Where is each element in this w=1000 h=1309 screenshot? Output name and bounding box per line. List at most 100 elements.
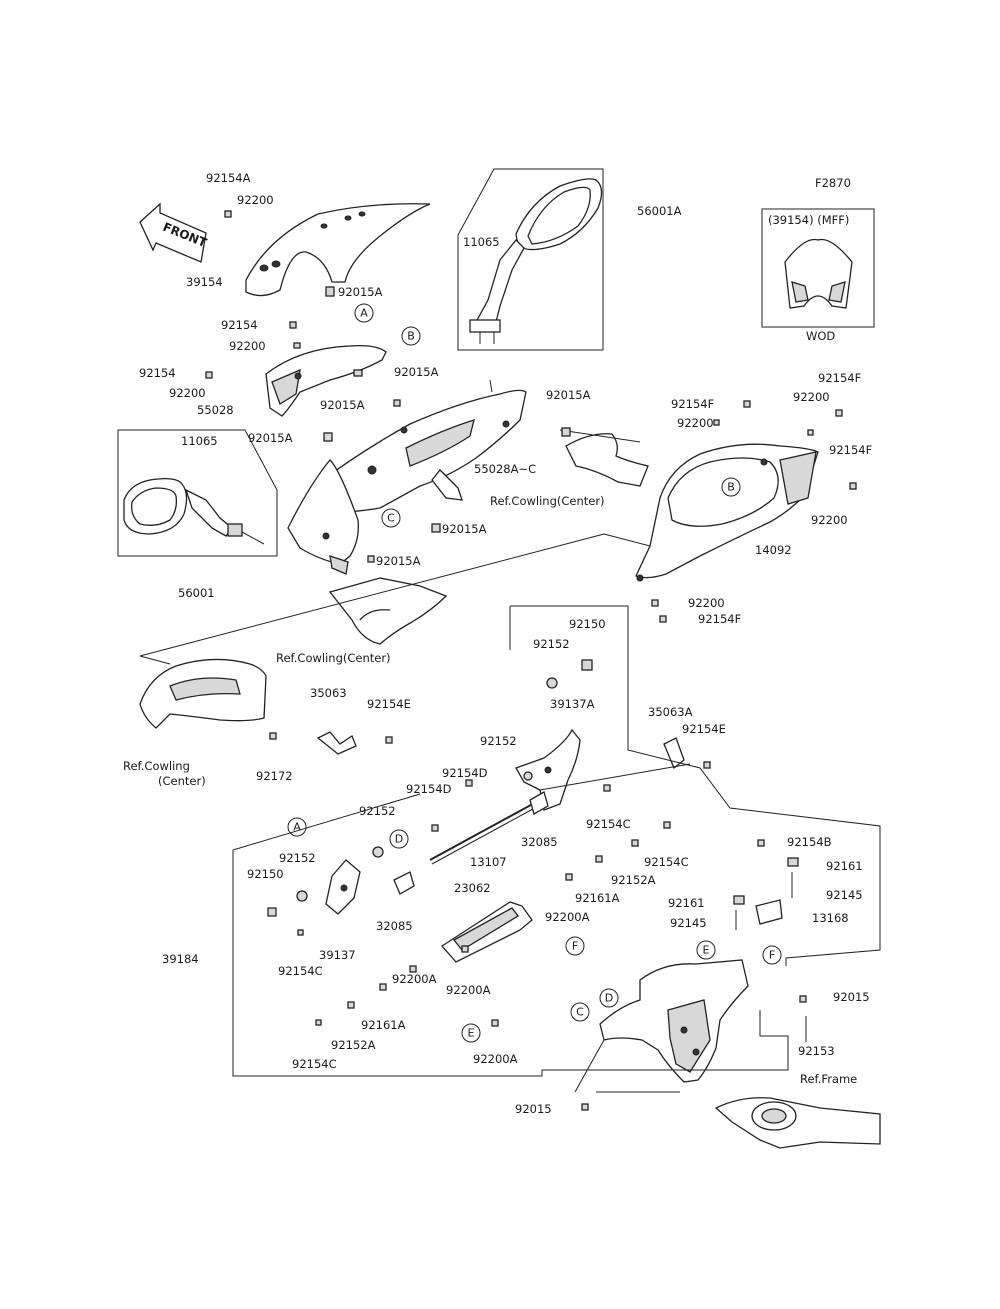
ref-cowling-center-piece-3 (139, 658, 267, 729)
part-label: 92200 (169, 386, 206, 400)
bolt-icon (224, 210, 232, 218)
side-cowl-14092 (635, 443, 819, 582)
svg-text:C: C (576, 1006, 584, 1019)
part-label: 39137A (550, 697, 595, 711)
part-label: 92161 (826, 859, 863, 873)
inner-cover-39154 (245, 203, 431, 297)
part-label: 92153 (798, 1044, 835, 1058)
mirror-56001a-box (457, 168, 604, 351)
cowl-panel-55028 (265, 344, 387, 417)
part-label: 92150 (247, 867, 284, 881)
part-label: 92161 (668, 896, 705, 910)
part-label: 92015 (833, 990, 870, 1004)
stay-39137a (515, 728, 581, 811)
callout-a-upper: A (354, 303, 374, 323)
part-label: 92015A (320, 398, 365, 412)
part-label: 92152 (279, 851, 316, 865)
part-label: 92152 (533, 637, 570, 651)
part-label: 92154F (671, 397, 714, 411)
rod-13107-edge (431, 803, 543, 865)
part-label: 92200 (229, 339, 266, 353)
part-label: 92161A (575, 891, 620, 905)
part-label: Ref.Frame (800, 1072, 857, 1086)
callout-f-right: F (762, 945, 782, 965)
svg-text:E: E (703, 944, 710, 957)
callout-c-upper: C (381, 508, 401, 528)
part-label: 92154D (442, 766, 488, 780)
part-label: 55028 (197, 403, 234, 417)
part-label: 92145 (826, 888, 863, 902)
part-label: 92152 (480, 734, 517, 748)
part-label: 92154C (644, 855, 689, 869)
callout-f-left: F (565, 936, 585, 956)
part-label: 92015A (546, 388, 591, 402)
leader-line (139, 655, 171, 665)
svg-text:F: F (572, 940, 578, 953)
part-label: 92200 (688, 596, 725, 610)
front-arrow: FRONT (139, 202, 209, 263)
part-label: 92200A (446, 983, 491, 997)
part-label: 92200 (793, 390, 830, 404)
part-label: 92015A (394, 365, 439, 379)
part-label: Ref.Cowling(Center) (276, 651, 391, 665)
part-label: 92200 (237, 193, 274, 207)
part-label: 92154B (787, 835, 832, 849)
part-label: 39184 (162, 952, 199, 966)
bracket-23062 (441, 901, 533, 963)
callout-d-lower: D (599, 988, 619, 1008)
callout-b-left: B (401, 326, 421, 346)
part-label: 92154 (139, 366, 176, 380)
inset-cowl-outline (784, 238, 853, 309)
part-label: 92015A (376, 554, 421, 568)
svg-text:A: A (293, 821, 301, 834)
callout-d-upper: D (389, 829, 409, 849)
part-label: 13168 (812, 911, 849, 925)
ref-cowling-center-piece-1 (328, 577, 448, 645)
bracket-35063a (663, 737, 685, 770)
stay-39137 (325, 859, 361, 915)
svg-text:B: B (407, 330, 415, 343)
leader-line (489, 379, 493, 393)
svg-text:B: B (727, 481, 735, 494)
part-label: 92152 (359, 804, 396, 818)
callout-e-lower: E (461, 1023, 481, 1043)
part-label: 92172 (256, 769, 293, 783)
rod-13107 (429, 799, 541, 861)
part-label: 92152A (331, 1038, 376, 1052)
part-label: 92154A (206, 171, 251, 185)
callout-b-right: B (721, 477, 741, 497)
part-label: 92200A (392, 972, 437, 986)
part-label: (Center) (158, 774, 206, 788)
part-label: 92200A (545, 910, 590, 924)
part-label: 92154D (406, 782, 452, 796)
part-label: 32085 (521, 835, 558, 849)
inset-caption: WOD (806, 329, 835, 343)
part-label: 92154 (221, 318, 258, 332)
svg-text:C: C (387, 512, 395, 525)
callout-c-lower: C (570, 1002, 590, 1022)
mirror-56001a (469, 178, 603, 344)
part-label: 35063A (648, 705, 693, 719)
part-label: 92154C (586, 817, 631, 831)
callout-e-right: E (696, 940, 716, 960)
inset-box (761, 208, 875, 328)
front-lower-piece (287, 459, 359, 575)
part-label: 55028A~C (474, 462, 536, 476)
group-box-edge-1 (232, 793, 421, 851)
group-box-39184 (232, 850, 789, 1077)
clamp-32085-left (393, 871, 415, 895)
mirror-56001 (123, 478, 265, 545)
part-label: 39154 (186, 275, 223, 289)
damper-13168 (755, 899, 783, 925)
part-label: 92015A (248, 431, 293, 445)
leader-line (603, 533, 651, 547)
part-label: 92200A (473, 1052, 518, 1066)
clamp-32085-right (529, 791, 549, 815)
part-label: 92015A (442, 522, 487, 536)
svg-text:D: D (395, 833, 403, 846)
svg-text:F: F (769, 949, 775, 962)
part-label: 39137 (319, 948, 356, 962)
part-label: 92200 (811, 513, 848, 527)
svg-text:D: D (605, 992, 613, 1005)
